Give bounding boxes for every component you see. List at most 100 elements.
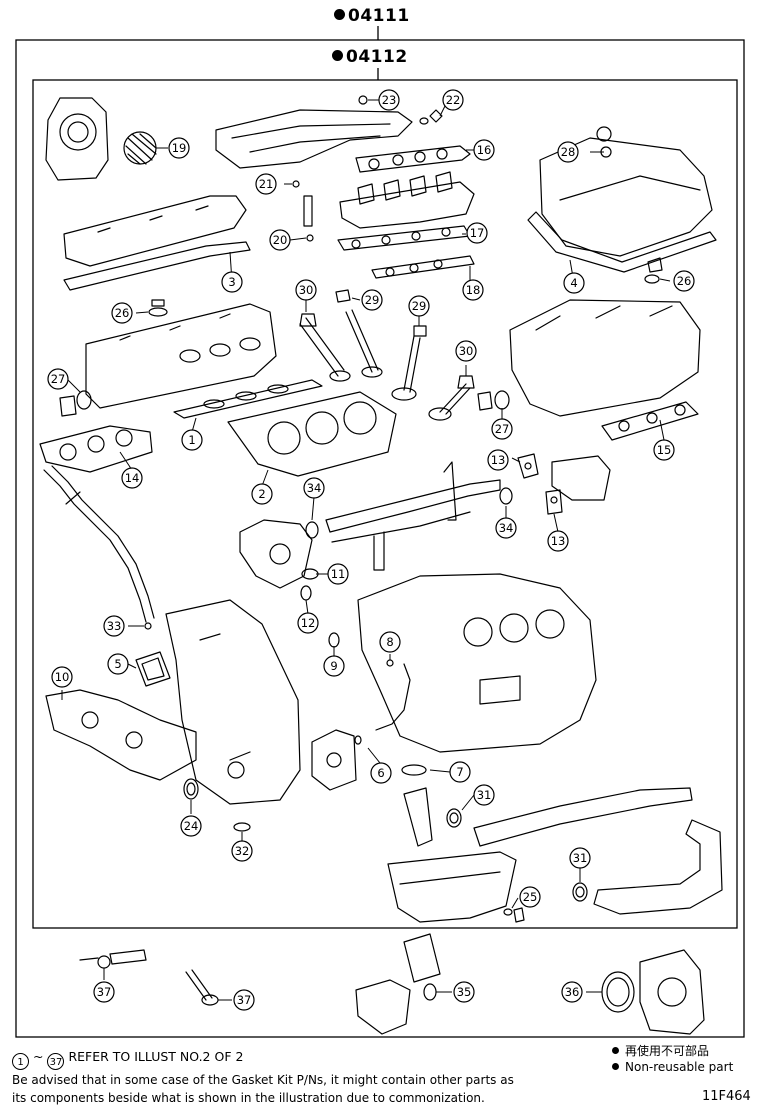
- ref-end-circle: 37: [47, 1053, 65, 1070]
- callout-label: 3: [228, 275, 235, 289]
- callout: 8: [379, 631, 401, 653]
- callout-label: 27: [51, 372, 66, 386]
- legend-row-jp: 再使用不可部品: [612, 1043, 733, 1059]
- callout: 19: [168, 137, 190, 159]
- advice-line-2: its components beside what is shown in t…: [12, 1091, 485, 1105]
- callout-label: 28: [561, 145, 576, 159]
- callout-label: 18: [466, 283, 481, 297]
- callout: 24: [180, 815, 202, 837]
- callout: 12: [297, 612, 319, 634]
- kit-number-inner: 04112: [332, 47, 408, 67]
- callout-group: 23 22 19 16 28 21 17 20 3 4 26 18 26 30 …: [47, 89, 695, 1011]
- callout-label: 4: [570, 276, 577, 290]
- callout: 35: [453, 981, 475, 1003]
- callout-label: 26: [115, 306, 130, 320]
- callout-label: 19: [172, 141, 187, 155]
- callout-label: 21: [259, 177, 274, 191]
- callout: 37: [233, 989, 255, 1011]
- callout-label: 2: [258, 487, 265, 501]
- callout: 3: [221, 271, 243, 293]
- callout-label: 31: [477, 788, 492, 802]
- kit-inner-frame: [32, 79, 738, 929]
- callout-label: 8: [386, 635, 393, 649]
- callout: 6: [370, 762, 392, 784]
- callout: 16: [473, 139, 495, 161]
- ref-text: REFER TO ILLUST NO.2 OF 2: [68, 1049, 244, 1064]
- callout: 25: [519, 886, 541, 908]
- callout-label: 13: [491, 453, 506, 467]
- callout-label: 29: [412, 299, 427, 313]
- callout: 34: [495, 517, 517, 539]
- callout-label: 33: [107, 619, 122, 633]
- callout: 31: [473, 784, 495, 806]
- callout-leaders: [61, 99, 671, 1001]
- callout: 26: [673, 270, 695, 292]
- callout: 13: [487, 449, 509, 471]
- callout: 23: [378, 89, 400, 111]
- callout: 32: [231, 840, 253, 862]
- callout: 15: [653, 439, 675, 461]
- callout: 33: [103, 615, 125, 637]
- callout-label: 34: [499, 521, 514, 535]
- callout: 7: [449, 761, 471, 783]
- callout: 9: [323, 655, 345, 677]
- callout: 37: [93, 981, 115, 1003]
- legend-row-en: Non-reusable part: [612, 1059, 733, 1075]
- callout-label: 35: [457, 985, 472, 999]
- non-reusable-bullet-icon: [334, 9, 345, 20]
- ref-start-circle: 1: [12, 1053, 29, 1070]
- callout: 18: [462, 279, 484, 301]
- callout: 13: [547, 530, 569, 552]
- callout-label: 12: [301, 616, 316, 630]
- callout: 31: [569, 847, 591, 869]
- reference-note: 1 ~ 37 REFER TO ILLUST NO.2 OF 2: [12, 1049, 243, 1070]
- callout-label: 16: [477, 143, 492, 157]
- kit-number-inner-text: 04112: [346, 47, 408, 67]
- callout: 21: [255, 173, 277, 195]
- callout-label: 30: [459, 344, 474, 358]
- callout: 14: [121, 467, 143, 489]
- bullet-icon: [612, 1063, 619, 1070]
- callout: 11: [327, 563, 349, 585]
- callout: 34: [303, 477, 325, 499]
- legend: 再使用不可部品 Non-reusable part: [612, 1043, 733, 1075]
- callout: 20: [269, 229, 291, 251]
- callout-label: 30: [299, 283, 314, 297]
- advice-line-1: Be advised that in some case of the Gask…: [12, 1073, 514, 1087]
- callout: 10: [51, 666, 73, 688]
- callout-label: 34: [307, 481, 322, 495]
- callout-label: 11: [331, 567, 346, 581]
- callout-label: 37: [237, 993, 252, 1007]
- callout-label: 5: [114, 657, 121, 671]
- callout: 22: [442, 89, 464, 111]
- callout-label: 36: [565, 985, 580, 999]
- callout: 30: [455, 340, 477, 362]
- callout: 30: [295, 279, 317, 301]
- kit-number-outer-text: 04111: [348, 6, 410, 26]
- bullet-icon: [612, 1047, 619, 1054]
- kit-outer-frame: [15, 39, 745, 1038]
- callout: 26: [111, 302, 133, 324]
- callout-label: 13: [551, 534, 566, 548]
- callout: 27: [491, 418, 513, 440]
- callout: 28: [557, 141, 579, 163]
- kit-number-outer: 04111: [334, 6, 410, 26]
- callout-label: 1: [188, 433, 195, 447]
- callout: 17: [466, 222, 488, 244]
- callout-label: 25: [523, 890, 538, 904]
- callout-label: 7: [456, 765, 463, 779]
- callout: 2: [251, 483, 273, 505]
- legend-en: Non-reusable part: [625, 1060, 734, 1074]
- callout-label: 32: [235, 844, 250, 858]
- callout-label: 29: [365, 293, 380, 307]
- callout: 4: [563, 272, 585, 294]
- callout-label: 9: [330, 659, 337, 673]
- callout-label: 14: [125, 471, 140, 485]
- callout-label: 22: [446, 93, 461, 107]
- callout: 29: [361, 289, 383, 311]
- callout: 36: [561, 981, 583, 1003]
- callout-label: 24: [184, 819, 199, 833]
- callout: 1: [181, 429, 203, 451]
- figure-code: 11F464: [702, 1089, 751, 1104]
